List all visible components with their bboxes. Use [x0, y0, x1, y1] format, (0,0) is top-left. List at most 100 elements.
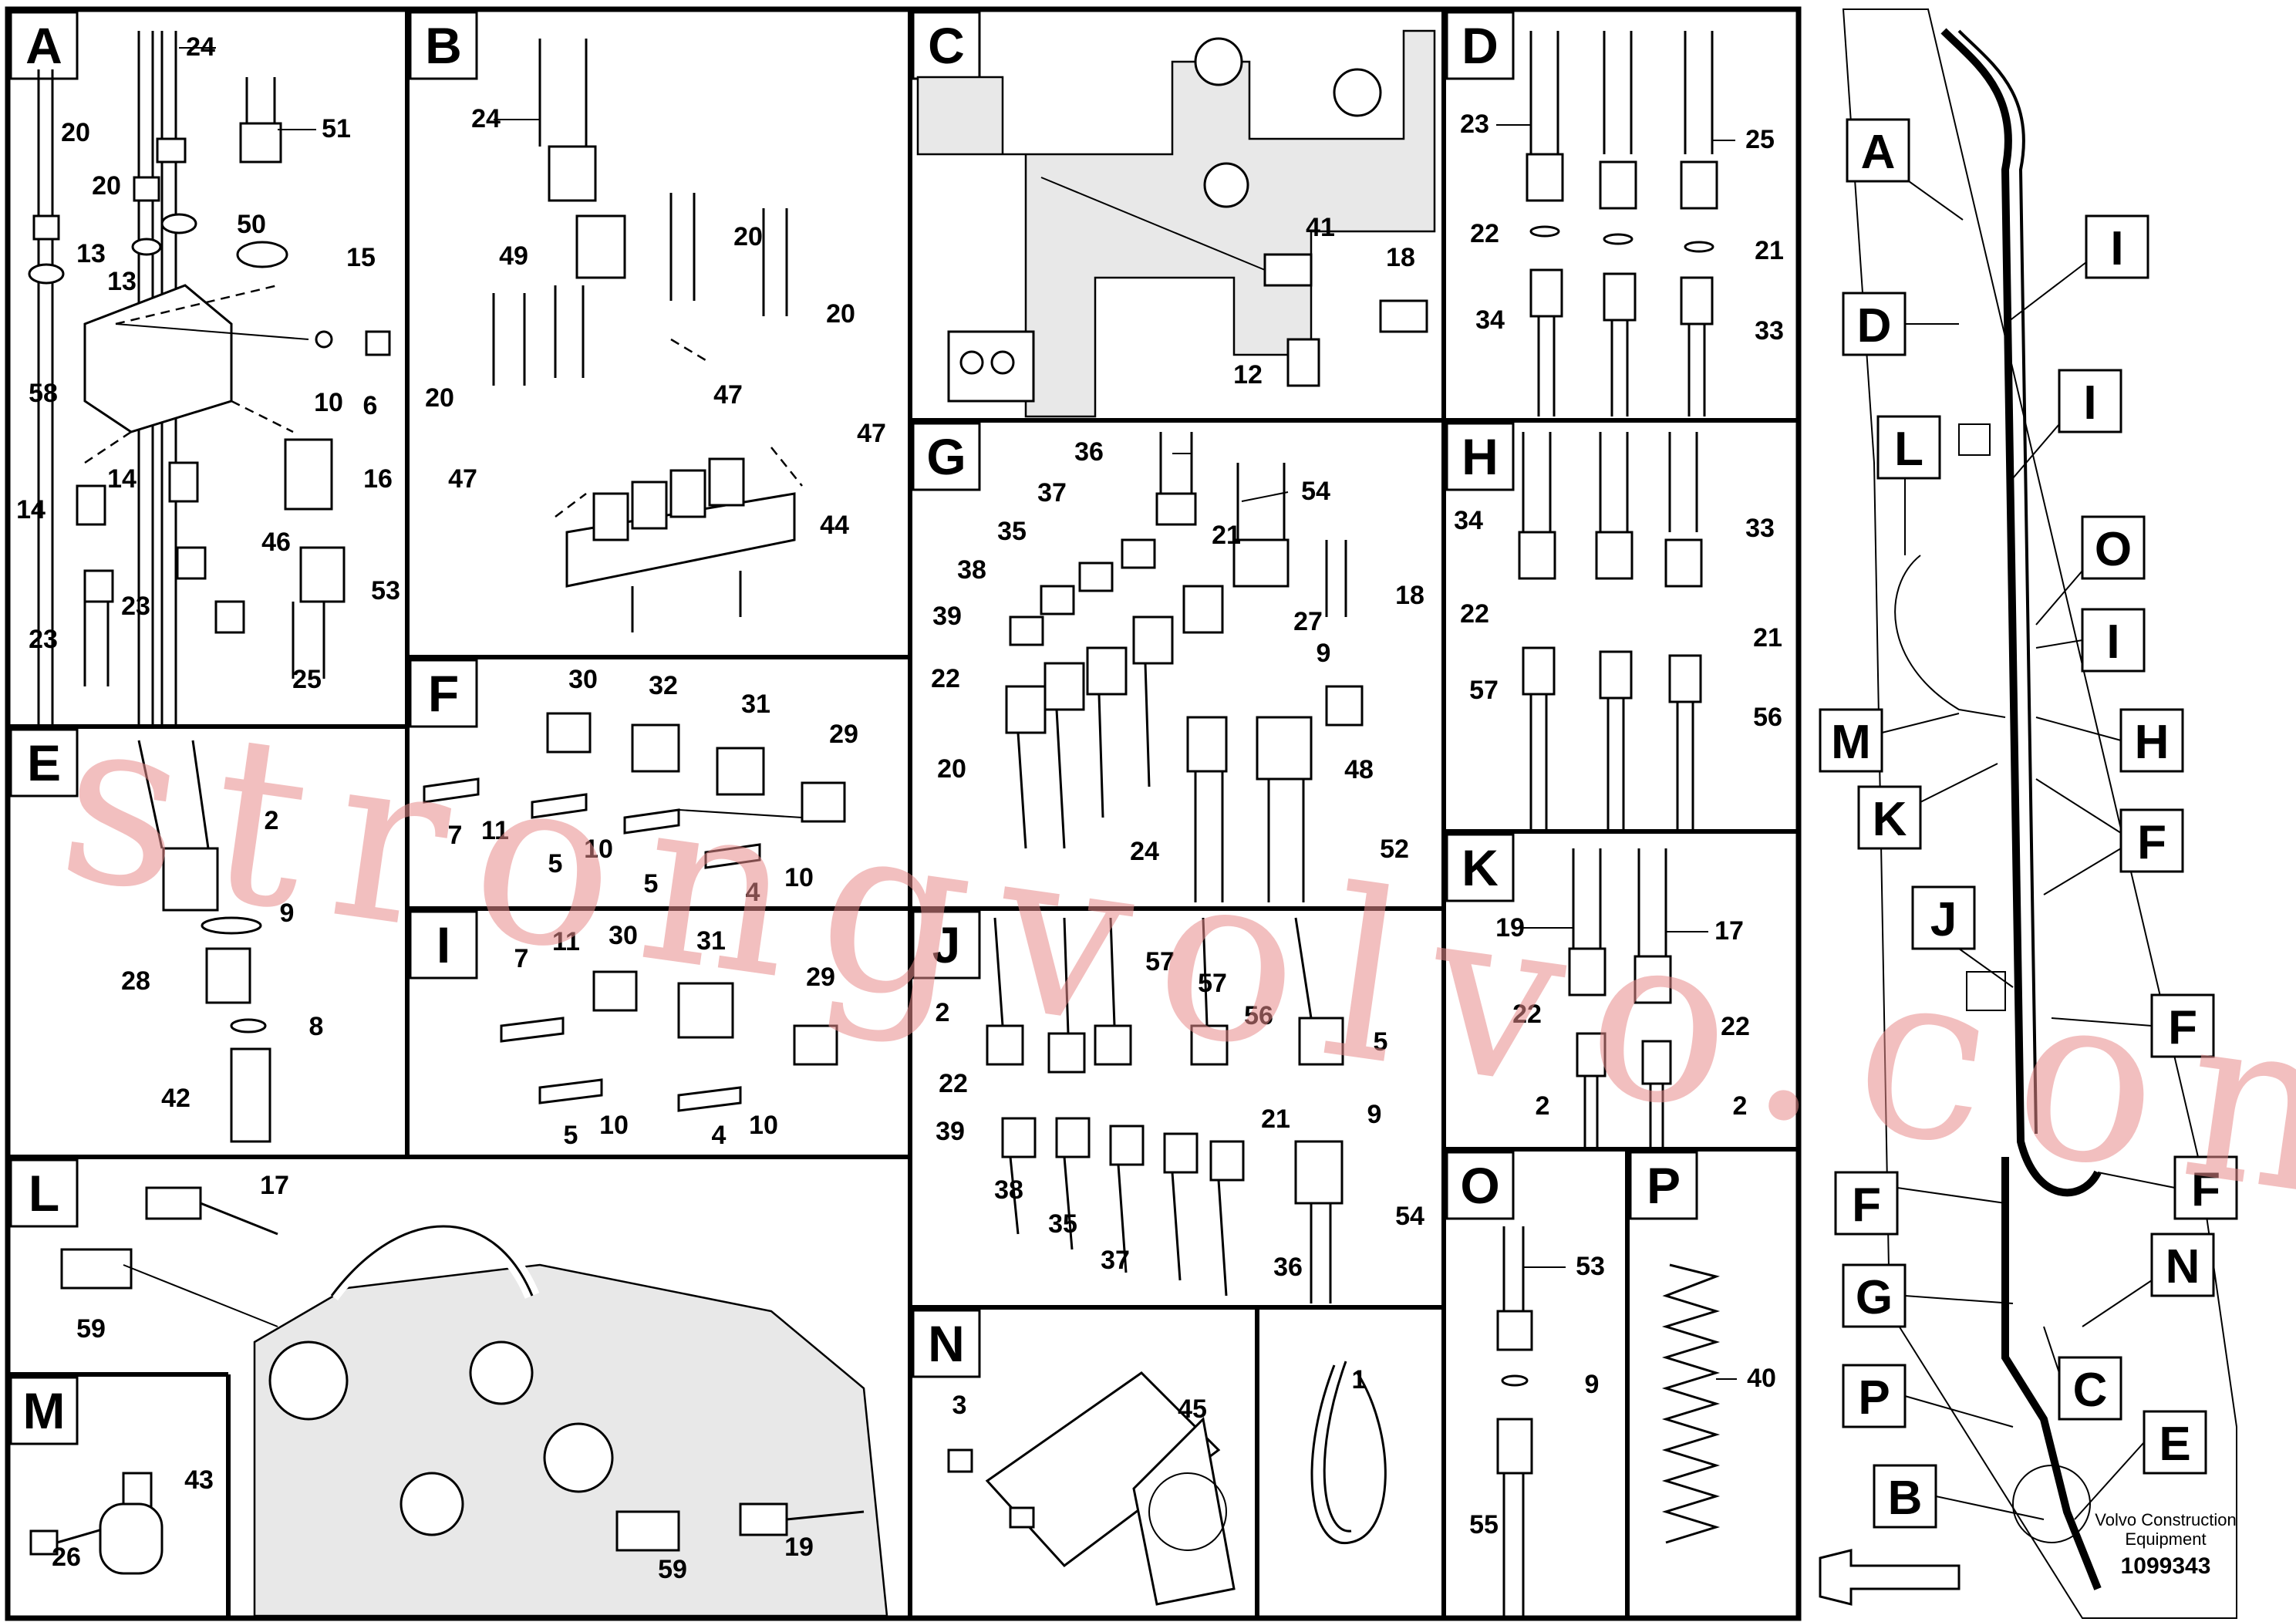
label-d-25: 25: [1745, 125, 1775, 154]
label-m-26: 26: [52, 1543, 81, 1572]
label-i-30: 30: [609, 921, 638, 950]
panel-h-drawing: [1518, 432, 1703, 829]
overview-callout-n: N: [2082, 1233, 2215, 1327]
label-a-16: 16: [363, 464, 393, 494]
label-f-32: 32: [649, 671, 678, 700]
label-a-23: 23: [29, 625, 58, 654]
label-d-34: 34: [1475, 305, 1505, 335]
label-f-4: 4: [746, 878, 760, 907]
svg-text:J: J: [932, 916, 961, 973]
svg-text:I: I: [2083, 376, 2096, 430]
label-i-5: 5: [564, 1121, 578, 1150]
panel-a-letter: A: [9, 11, 79, 80]
panel-k-letter: K: [1445, 833, 1515, 902]
label-f-10: 10: [584, 835, 613, 864]
label-d-33: 33: [1755, 316, 1784, 346]
label-g-20: 20: [937, 754, 966, 784]
label-o-55: 55: [1469, 1510, 1499, 1539]
panel-d-letter: D: [1445, 11, 1515, 80]
label-n-45: 45: [1178, 1394, 1207, 1424]
overview-callout-g: G: [1842, 1263, 2014, 1328]
overview-callout-i-1: I: [2004, 214, 2149, 325]
overview-callout-c: C: [2043, 1326, 2122, 1421]
svg-text:E: E: [2159, 1418, 2190, 1471]
svg-text:B: B: [425, 17, 462, 74]
label-a-20: 20: [61, 118, 90, 147]
label-a-51: 51: [322, 114, 351, 143]
label-j-57: 57: [1145, 947, 1175, 976]
svg-text:B: B: [1888, 1472, 1923, 1525]
label-j-39: 39: [936, 1117, 965, 1146]
label-b-47b: 47: [857, 419, 886, 448]
label-d-21: 21: [1755, 236, 1784, 265]
label-j-56: 56: [1244, 1001, 1273, 1030]
panel-m-letter: M: [9, 1376, 79, 1445]
panel-g-drawing: [1005, 432, 1364, 902]
svg-text:H: H: [1462, 428, 1499, 485]
label-k-22: 22: [1512, 1000, 1542, 1029]
label-a-14b: 14: [107, 464, 137, 494]
svg-text:N: N: [928, 1315, 965, 1372]
diagram-part-number: 1099343: [2121, 1553, 2211, 1579]
svg-text:F: F: [1852, 1179, 1881, 1232]
panel-e-drawing: [137, 740, 271, 1143]
label-j-9: 9: [1367, 1100, 1382, 1129]
label-a-46: 46: [261, 528, 291, 557]
svg-text:D: D: [1857, 299, 1892, 352]
label-d-22: 22: [1470, 219, 1499, 248]
overview-callout-a: A: [1846, 118, 1964, 221]
label-e-2: 2: [265, 806, 279, 835]
label-a-14: 14: [16, 495, 46, 524]
panel-letter-boxes: A B C D E F G H I J K L M N O P: [9, 11, 1698, 1445]
panel-n-drawing: [947, 1371, 1236, 1606]
label-j-54: 54: [1395, 1202, 1424, 1231]
label-g-24: 24: [1130, 837, 1159, 866]
label-e-42: 42: [161, 1084, 190, 1113]
label-o-53: 53: [1576, 1252, 1605, 1281]
overview-callout-i-2: I: [2012, 369, 2122, 479]
svg-text:P: P: [1647, 1157, 1681, 1214]
label-k-17: 17: [1714, 916, 1744, 946]
label-h-56: 56: [1753, 703, 1782, 732]
svg-text:L: L: [29, 1165, 59, 1222]
svg-text:D: D: [1462, 17, 1499, 74]
panel-j-letter: J: [912, 910, 981, 980]
overview-callout-f-3: F: [2097, 1155, 2238, 1220]
label-g-21: 21: [1212, 521, 1241, 550]
panel-i-letter: I: [409, 910, 478, 980]
label-h-21: 21: [1753, 623, 1782, 653]
label-f-11: 11: [481, 816, 509, 845]
label-c-12: 12: [1233, 360, 1263, 389]
panel-g-letter: G: [912, 422, 981, 491]
panel-b-drawing: [492, 39, 803, 632]
svg-text:I: I: [2110, 222, 2123, 275]
label-tie-1: 1: [1352, 1365, 1367, 1394]
label-i-29: 29: [806, 963, 835, 992]
overview-callout-k: K: [1857, 763, 1998, 850]
panel-h-letter: H: [1445, 422, 1515, 491]
label-j-2: 2: [936, 998, 950, 1027]
overview-callout-l: L: [1876, 415, 1941, 555]
svg-text:C: C: [2073, 1364, 2108, 1417]
label-a-50: 50: [237, 210, 266, 239]
label-l-59b: 59: [658, 1555, 687, 1584]
label-g-54: 54: [1301, 477, 1330, 506]
panel-m-drawing: [29, 1472, 164, 1575]
svg-text:F: F: [2137, 816, 2166, 869]
label-j-57b: 57: [1198, 969, 1227, 998]
label-a-53: 53: [371, 576, 400, 605]
panel-c-letter: C: [912, 11, 981, 80]
svg-text:F: F: [2191, 1163, 2220, 1216]
label-i-4: 4: [712, 1121, 727, 1150]
label-p-40: 40: [1747, 1364, 1776, 1393]
label-d-23: 23: [1460, 110, 1489, 139]
label-k-22b: 22: [1721, 1012, 1750, 1041]
label-h-33: 33: [1745, 514, 1775, 543]
label-f-7: 7: [448, 821, 463, 850]
label-b-44: 44: [820, 511, 849, 540]
label-g-18: 18: [1395, 581, 1424, 610]
label-j-21: 21: [1261, 1104, 1290, 1134]
label-b-20c: 20: [425, 383, 454, 413]
overview-callout-o: O: [2035, 515, 2146, 626]
